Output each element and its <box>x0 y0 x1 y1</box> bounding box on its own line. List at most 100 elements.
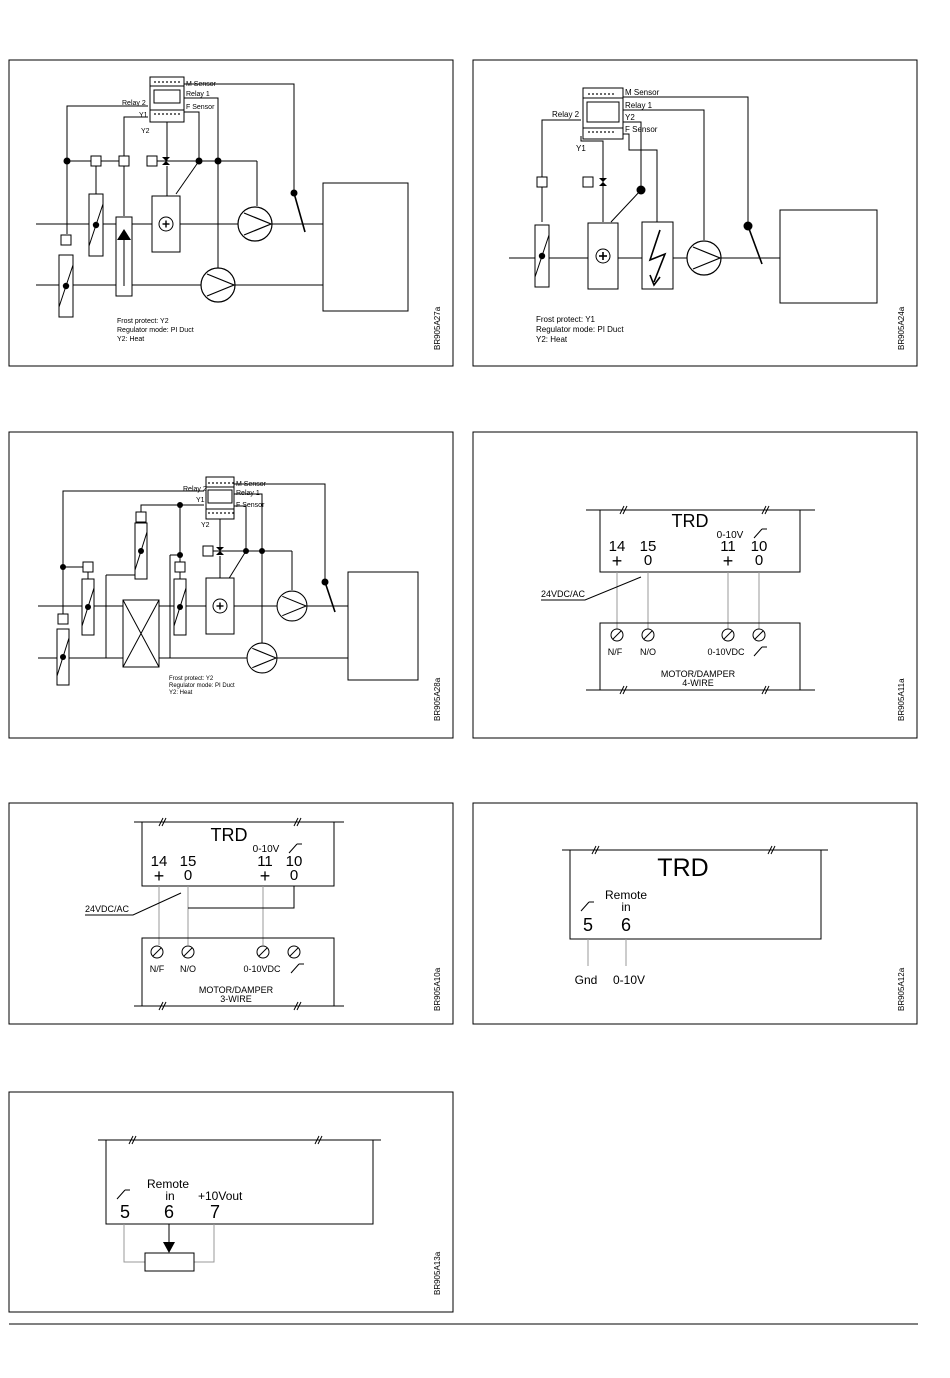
duct-sensor <box>747 225 763 265</box>
motor-caption-1: MOTOR/DAMPER <box>661 669 736 679</box>
label-y1: Y1 <box>139 112 148 119</box>
terminal-7: 7 <box>210 1202 220 1222</box>
panel-frame <box>8 802 454 1025</box>
electric-heater <box>641 221 674 290</box>
exhaust-damper <box>58 254 74 318</box>
range-label: 0-10V <box>717 530 744 541</box>
figure-code: BR905A13a <box>433 1251 442 1295</box>
bypass-damper <box>134 522 148 580</box>
duct-sensor <box>293 192 306 233</box>
label-f-sensor: F Sensor <box>236 502 265 509</box>
exhaust-damper <box>56 628 70 686</box>
label-relay-2: Relay 2 <box>122 100 146 107</box>
wire-m-sensor <box>184 83 295 193</box>
motor-label-signal: 0-10VDC <box>707 647 745 657</box>
panel-frame <box>472 431 918 739</box>
gnd-label: Gnd <box>575 973 598 987</box>
sign-plus-a: + <box>612 551 623 571</box>
note-line-1: Frost protect: Y1 <box>536 315 596 324</box>
motor-caption-2: 3-WIRE <box>220 994 252 1004</box>
note-line-3: Y2: Heat <box>117 336 144 343</box>
terminal-5: 5 <box>583 915 593 935</box>
note-line-1: Frost protect: Y2 <box>117 318 169 325</box>
sign-zero-a: 0 <box>184 867 192 884</box>
cross-flow-exchanger <box>122 599 160 668</box>
room-block <box>322 182 409 312</box>
label-y1: Y1 <box>196 497 205 504</box>
label-relay-2: Relay 2 <box>552 110 580 119</box>
wire-y2 <box>623 121 642 190</box>
wire-relay2 <box>62 490 204 567</box>
supply-fan <box>686 240 722 276</box>
wire-y1 <box>179 504 204 566</box>
trd-title: TRD <box>211 825 248 845</box>
note-line-2: Regulator mode: PI Duct <box>169 683 235 689</box>
terminal-15: 15 <box>180 853 197 870</box>
note-line-2: Regulator mode: PI Duct <box>117 327 194 334</box>
terminal-14: 14 <box>609 538 626 555</box>
motor-terminal-common <box>752 628 766 642</box>
panel-frame <box>8 431 454 739</box>
motor-terminal-no <box>641 628 655 642</box>
wire-relay1 <box>623 109 705 240</box>
panel-frame <box>472 802 918 1025</box>
motor-terminal-common <box>287 945 301 959</box>
exhaust-fan <box>246 642 278 674</box>
note-line-3: Y2: Heat <box>169 690 193 696</box>
recirculation-damper <box>173 578 187 636</box>
trd-title: TRD <box>672 511 709 531</box>
panel-frame <box>8 59 454 367</box>
terminal-11: 11 <box>720 538 736 555</box>
label-relay-1: Relay 1 <box>625 101 653 110</box>
wire-y1 <box>123 116 148 161</box>
motor-terminal-signal <box>721 628 735 642</box>
motor-label-nf: N/F <box>608 647 623 657</box>
sign-zero-b: 0 <box>755 552 763 569</box>
sign-zero-a: 0 <box>644 552 652 569</box>
terminal-14: 14 <box>151 853 168 870</box>
motor-caption-1: MOTOR/DAMPER <box>199 985 274 995</box>
terminal-6: 6 <box>164 1202 174 1222</box>
panel-hvac-electric-heating: M Sensor Relay 1 Y2 F Sensor Relay 2 Y1 … <box>472 59 918 367</box>
panel-frame <box>472 59 918 367</box>
remote-in-label: in <box>621 900 630 914</box>
supply-label: 24VDC/AC <box>85 904 130 914</box>
label-y2: Y2 <box>201 522 210 529</box>
label-y1: Y1 <box>576 144 586 153</box>
panel-hvac-recovery-heating: M Sensor Relay 1 F Sensor Relay 2 Y1 Y2 <box>8 59 454 367</box>
terminal-6: 6 <box>621 915 631 935</box>
label-relay-1: Relay 1 <box>186 91 210 98</box>
label-y2: Y2 <box>141 128 150 135</box>
trd-title: TRD <box>657 854 708 882</box>
panel-wiring-potentiometer: Remote in +10Vout 5 6 7 BR905A13a <box>8 1091 454 1313</box>
motor-label-signal: 0-10VDC <box>243 964 281 974</box>
signal-label: 0-10V <box>613 973 645 987</box>
wire-relay1 <box>184 97 219 161</box>
sign-zero-b: 0 <box>290 867 298 884</box>
label-y2: Y2 <box>625 113 635 122</box>
supply-fan <box>237 206 273 242</box>
figure-code: BR905A27a <box>433 306 442 350</box>
wire-m-sensor <box>623 96 749 226</box>
wire-f-sensor <box>184 111 200 161</box>
label-m-sensor: M Sensor <box>625 88 660 97</box>
motor-label-no: N/O <box>640 647 656 657</box>
range-label: 0-10V <box>253 844 280 855</box>
remote-label: Remote <box>605 888 647 902</box>
exhaust-fan <box>200 267 236 303</box>
remote-box <box>98 1139 374 1225</box>
wire-relay2 <box>66 105 148 161</box>
label-relay-2: Relay 2 <box>183 486 207 493</box>
controller-module <box>149 76 185 123</box>
terminal-11: 11 <box>257 853 273 870</box>
figure-code: BR905A28a <box>433 677 442 721</box>
supply-damper <box>88 193 104 257</box>
terminal-10: 10 <box>286 853 303 870</box>
supply-damper <box>534 224 550 288</box>
panel-wiring-remote-in: TRD Remote in 5 6 Gnd 0-10V BR905A12a <box>472 802 918 1025</box>
supply-damper <box>81 578 95 636</box>
room-block <box>347 571 419 681</box>
sign-plus-a: + <box>154 866 165 886</box>
motor-label-nf: N/F <box>150 964 165 974</box>
figure-code: BR905A11a <box>897 678 906 721</box>
